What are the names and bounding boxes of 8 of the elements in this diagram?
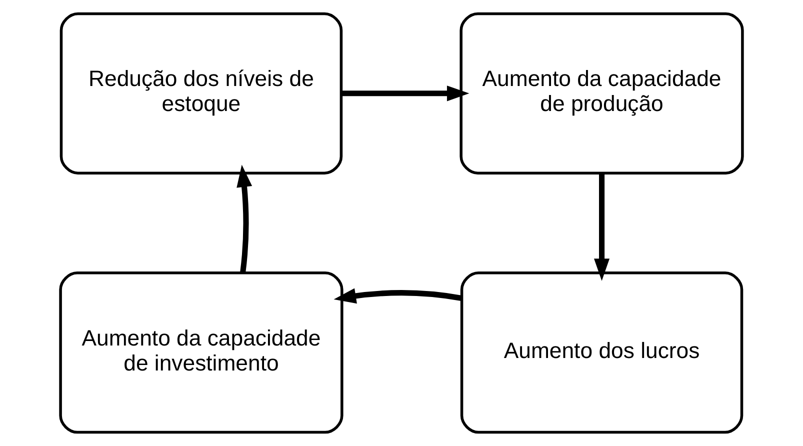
arrow <box>341 86 470 102</box>
arrow <box>334 288 462 304</box>
node-box: Aumento da capacidade de produção <box>460 12 744 174</box>
node-box: Redução dos níveis de estoque <box>60 12 343 174</box>
arrow <box>594 173 610 281</box>
node-box: Aumento da capacidade de investimento <box>59 272 344 434</box>
arrow <box>236 164 252 273</box>
node-box: Aumento dos lucros <box>460 272 744 434</box>
